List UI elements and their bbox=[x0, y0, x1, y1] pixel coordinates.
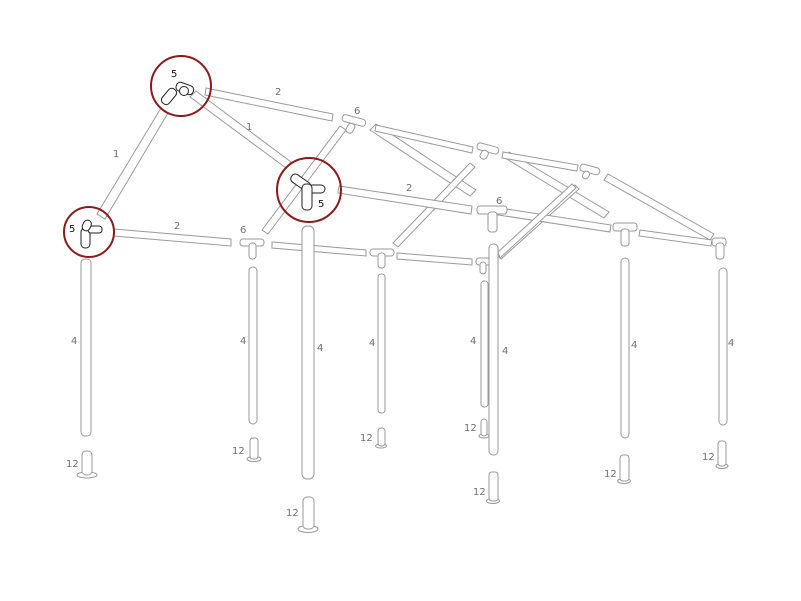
brace-leg-6 bbox=[497, 183, 577, 259]
foot-plate-7 bbox=[617, 454, 631, 484]
label-foot-plate: 12 bbox=[232, 446, 245, 457]
label-foot-plate: 12 bbox=[473, 487, 486, 498]
eave-bar-front-right bbox=[396, 252, 473, 266]
connector-6-side-2 bbox=[612, 222, 638, 247]
eave-bar-side-3 bbox=[638, 229, 713, 247]
label-leg: 4 bbox=[502, 346, 508, 357]
eave-bar-front-left bbox=[113, 228, 232, 247]
leg-8 bbox=[718, 267, 728, 426]
leg-7 bbox=[620, 257, 630, 439]
leg-4 bbox=[377, 273, 386, 414]
part-labels: 1 1 2 2 2 5 5 5 6 6 6 4 4 4 4 4 4 4 4 12… bbox=[66, 69, 734, 519]
label-foot-plate: 12 bbox=[286, 508, 299, 519]
highlight-circle-top bbox=[150, 55, 212, 117]
rafter-front-left bbox=[96, 107, 169, 220]
highlighted-connectors bbox=[63, 55, 342, 258]
highlight-circle-ridge bbox=[276, 157, 342, 223]
eave-bar-front-mid bbox=[271, 241, 367, 257]
connector-6-top bbox=[341, 114, 367, 134]
label-corner-connector: 5 bbox=[69, 224, 75, 235]
label-leg: 4 bbox=[728, 338, 734, 349]
eave-bars bbox=[113, 87, 713, 266]
connector-6-ridge-2 bbox=[476, 142, 500, 160]
corner-connector-left[interactable] bbox=[63, 206, 115, 258]
corner-connector-ridge-front[interactable] bbox=[276, 157, 342, 223]
rafter-2-right bbox=[369, 123, 477, 197]
connector-6-front-right bbox=[475, 257, 493, 275]
label-foot-plate: 12 bbox=[464, 423, 477, 434]
leg-3-front-ridge bbox=[301, 225, 315, 480]
connector-6-ridge-3 bbox=[579, 163, 601, 180]
label-rafter: 1 bbox=[246, 122, 252, 133]
label-eave-bar: 2 bbox=[406, 183, 412, 194]
label-leg: 4 bbox=[369, 338, 375, 349]
label-leg: 4 bbox=[631, 340, 637, 351]
foot-plate-6 bbox=[486, 471, 500, 504]
mid-connectors bbox=[239, 114, 727, 275]
label-mid-connector: 6 bbox=[496, 196, 502, 207]
rafter-4-right bbox=[603, 173, 715, 241]
label-leg: 4 bbox=[71, 336, 77, 347]
corner-connector-top[interactable] bbox=[150, 55, 212, 117]
ridge-bar-1 bbox=[204, 87, 334, 122]
label-foot-plate: 12 bbox=[702, 452, 715, 463]
label-corner-connector: 5 bbox=[171, 69, 177, 80]
label-eave-bar: 2 bbox=[174, 221, 180, 232]
foot-plate-5 bbox=[478, 418, 490, 439]
label-leg: 4 bbox=[470, 336, 476, 347]
label-leg: 4 bbox=[317, 343, 323, 354]
foot-plate-4 bbox=[375, 427, 387, 449]
highlight-circle-left bbox=[63, 206, 115, 258]
foot-plate-3 bbox=[297, 496, 319, 533]
leg-2 bbox=[248, 266, 258, 425]
connector-6-side-1 bbox=[476, 205, 508, 233]
label-mid-connector: 6 bbox=[240, 225, 246, 236]
eave-bar-side-1 bbox=[337, 185, 473, 215]
label-corner-connector: 5 bbox=[318, 199, 324, 210]
foot-plate-8 bbox=[715, 440, 729, 469]
connector-6-front-left bbox=[239, 238, 265, 260]
foot-plate-2 bbox=[246, 437, 262, 462]
rafter-front-right bbox=[189, 90, 292, 169]
connector-6-side-3 bbox=[711, 237, 727, 260]
label-rafter: 1 bbox=[113, 149, 119, 160]
leg-5 bbox=[480, 280, 489, 408]
label-foot-plate: 12 bbox=[604, 469, 617, 480]
foot-plates bbox=[76, 418, 729, 533]
foot-plate-1 bbox=[76, 450, 98, 479]
ridge-bar-2 bbox=[374, 124, 474, 154]
label-foot-plate: 12 bbox=[360, 433, 373, 444]
label-foot-plate: 12 bbox=[66, 459, 79, 470]
label-leg: 4 bbox=[240, 336, 246, 347]
leg-1 bbox=[80, 258, 92, 437]
legs bbox=[80, 183, 728, 480]
ridge-bar-3 bbox=[501, 151, 579, 172]
leg-6 bbox=[488, 243, 499, 456]
label-eave-bar: 2 bbox=[275, 87, 281, 98]
label-mid-connector: 6 bbox=[354, 106, 360, 117]
connector-6-front-mid bbox=[369, 248, 395, 269]
